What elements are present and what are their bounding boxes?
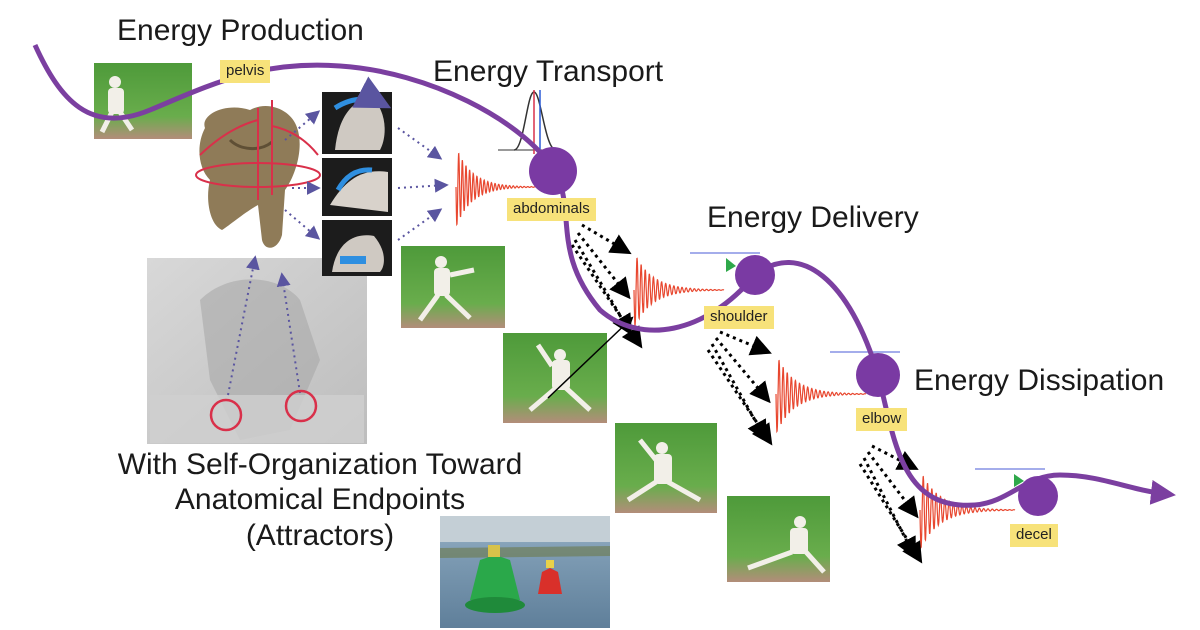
force-arrows-shoulder bbox=[706, 330, 773, 446]
node-shoulder bbox=[735, 255, 775, 295]
bw-pitcher-photo bbox=[147, 258, 367, 444]
tag-pelvis: pelvis bbox=[220, 60, 271, 83]
tag-shoulder: shoulder bbox=[704, 306, 774, 329]
pelvis-bone-image bbox=[195, 100, 321, 248]
oscillation-dissipation bbox=[775, 359, 867, 434]
caption-line-1: With Self-Organization Toward bbox=[117, 448, 523, 481]
attractor-ring-left bbox=[209, 398, 243, 432]
node-decel bbox=[1018, 476, 1058, 516]
green-triangle-icon bbox=[1014, 474, 1024, 487]
green-triangle-icon bbox=[726, 258, 736, 272]
heading-energy-transport: Energy Transport bbox=[433, 55, 664, 88]
oscillation-delivery bbox=[633, 257, 725, 327]
tag-elbow: elbow bbox=[856, 408, 908, 431]
caption-line-2: Anatomical Endpoints bbox=[174, 483, 466, 517]
tag-abdominals: abdominals bbox=[507, 198, 596, 221]
force-arrows-elbow bbox=[858, 444, 923, 564]
caption-line-3: (Attractors) bbox=[245, 518, 395, 552]
pitcher-photo-3 bbox=[503, 333, 607, 423]
muscle-image-2 bbox=[322, 158, 392, 216]
node-abdominals bbox=[529, 147, 577, 195]
pitcher-photo-4 bbox=[615, 423, 717, 513]
tag-decel: decel bbox=[1010, 524, 1058, 547]
oscillation-decel bbox=[919, 475, 1016, 550]
muscle-image-1 bbox=[322, 76, 392, 154]
muscle-image-3 bbox=[322, 220, 392, 276]
heading-energy-delivery: Energy Delivery bbox=[707, 201, 919, 234]
attractor-ring-right bbox=[284, 389, 318, 423]
heading-energy-production: Energy Production bbox=[117, 14, 364, 47]
node-elbow bbox=[856, 353, 900, 397]
oscillation-transport bbox=[455, 152, 537, 227]
blue-dotted-arrows bbox=[227, 110, 449, 396]
pitcher-photo-5 bbox=[727, 496, 830, 582]
attractor-caption: With Self-Organization Toward Anatomical… bbox=[90, 447, 550, 553]
pitcher-photo-2 bbox=[401, 246, 505, 328]
thin-pointer-arrow bbox=[547, 316, 634, 399]
heading-energy-dissipation: Energy Dissipation bbox=[914, 364, 1165, 397]
buoy-photo bbox=[440, 516, 610, 628]
